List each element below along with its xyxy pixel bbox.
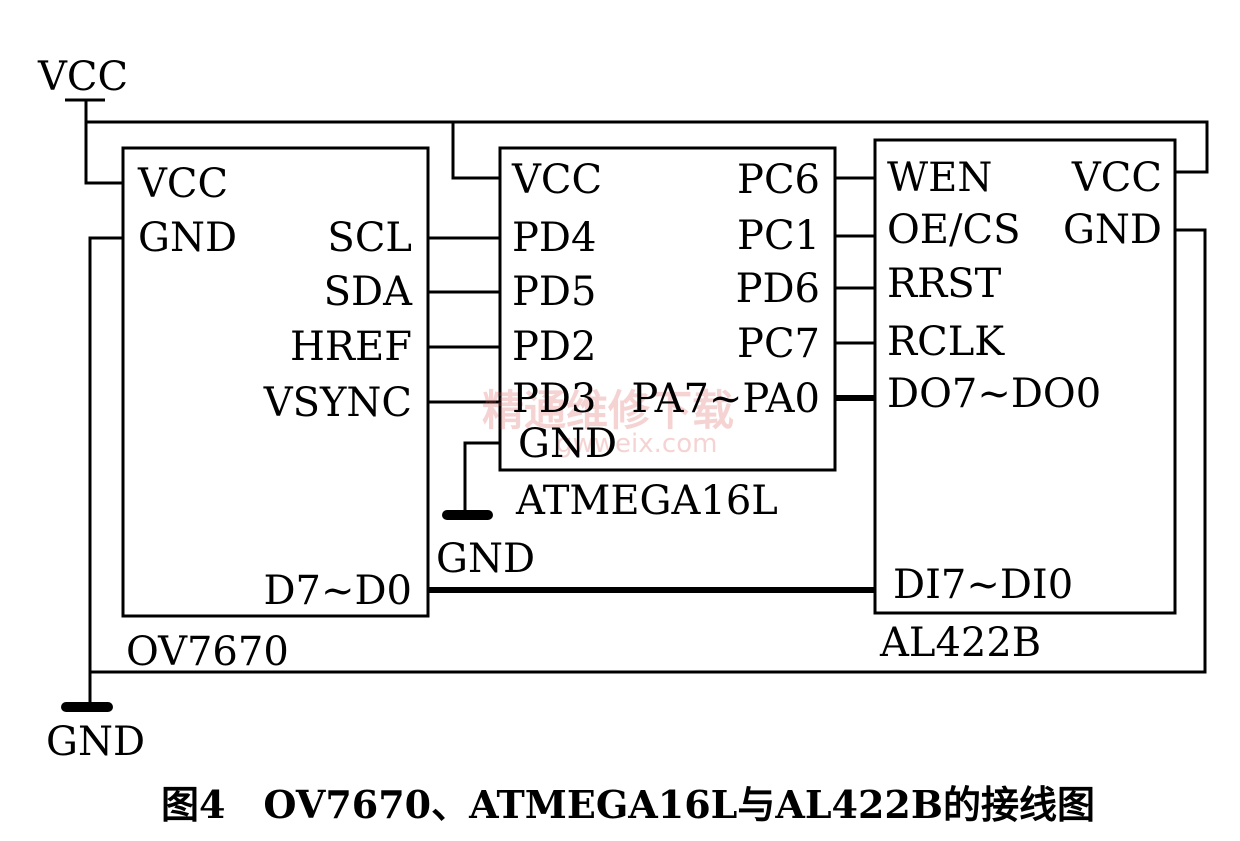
al422b-pin-oecs: OE/CS <box>887 207 1020 253</box>
figure-caption: 图4 OV7670、ATMEGA16L与AL422B的接线图 <box>161 782 1095 827</box>
atmega16l-chip <box>498 146 837 472</box>
atmega-pin-pd2: PD2 <box>512 324 596 370</box>
atmega-pin-pd5: PD5 <box>512 269 596 315</box>
al422b-pin-rclk: RCLK <box>887 319 1005 365</box>
al422b-chip <box>873 138 1177 615</box>
atmega-pin-pc1: PC1 <box>737 213 820 259</box>
atmega-pin-pd3: PD3 <box>512 376 596 422</box>
watermark-cn: 精通维修下载 <box>482 386 734 435</box>
vcc-supply-label: VCC <box>37 54 128 100</box>
ov7670-pin-vsync: VSYNC <box>263 380 412 426</box>
gnd-middle-label: GND <box>436 536 535 582</box>
ov7670-pin-scl: SCL <box>327 215 412 261</box>
ov7670-pin-data: D7~D0 <box>263 568 412 614</box>
al422b-pin-gnd: GND <box>1063 207 1162 253</box>
atmega-pin-pd4: PD4 <box>512 215 596 261</box>
al422b-pin-rrst: RRST <box>887 261 1002 307</box>
atmega-gnd-wire <box>442 441 500 520</box>
al422b-pin-data-in: DI7~DI0 <box>893 562 1073 608</box>
watermark-url: gwweix.com <box>556 429 717 459</box>
ov7670-name: OV7670 <box>126 629 289 675</box>
al422b-pin-vcc: VCC <box>1071 155 1162 201</box>
atmega-pin-porta: PA7~PA0 <box>631 376 820 422</box>
al422b-name: AL422B <box>879 620 1041 666</box>
atmega-pin-pc7: PC7 <box>737 321 820 367</box>
al422b-pin-data-out: DO7~DO0 <box>887 371 1101 417</box>
atmega-pin-pd6: PD6 <box>736 266 820 312</box>
ov7670-pin-href: HREF <box>290 324 412 370</box>
gnd-rail <box>61 228 1207 712</box>
gnd-left-label: GND <box>46 719 145 765</box>
atmega-pin-vcc: VCC <box>511 157 602 203</box>
atmega-pin-pc6: PC6 <box>737 157 820 203</box>
atmega-name: ATMEGA16L <box>515 478 778 524</box>
ov7670-pin-gnd: GND <box>138 215 237 261</box>
ov7670-pin-vcc: VCC <box>137 161 228 207</box>
al422b-pin-wen: WEN <box>887 155 992 201</box>
vcc-rail <box>65 98 1209 185</box>
ov7670-pin-sda: SDA <box>324 269 413 315</box>
atmega-pin-gnd: GND <box>518 421 617 467</box>
ov7670-chip <box>121 146 430 618</box>
